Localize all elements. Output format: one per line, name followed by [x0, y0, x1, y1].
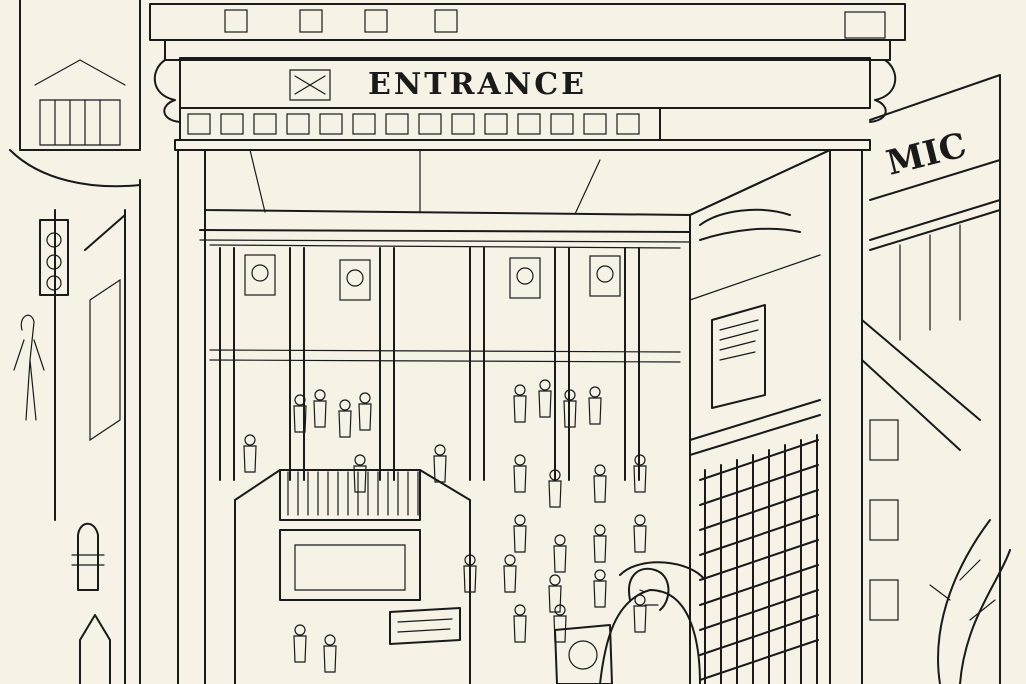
band-square	[550, 113, 574, 135]
pillar	[554, 247, 570, 481]
lattice-bar	[699, 439, 819, 481]
person-figure	[538, 379, 552, 418]
band-square	[451, 113, 475, 135]
person-figure	[243, 434, 257, 473]
person-figure	[513, 514, 527, 553]
person-figure	[353, 454, 367, 493]
person-figure	[593, 524, 607, 563]
lattice-bar	[699, 489, 819, 531]
person-figure	[553, 534, 567, 573]
person-figure	[513, 454, 527, 493]
wall-frame-portrait	[596, 265, 614, 283]
entrance-marquee: ENTRANCE	[149, 3, 906, 151]
pillar	[624, 247, 640, 481]
wall-frame-portrait	[346, 269, 364, 287]
left-street	[9, 0, 141, 684]
person-figure	[338, 399, 352, 438]
band-square	[286, 113, 310, 135]
person-figure	[588, 386, 602, 425]
pillar	[219, 247, 235, 481]
lattice-bar	[699, 614, 819, 656]
person-figure	[293, 624, 307, 663]
small-placard	[389, 607, 461, 645]
bottom-box	[554, 624, 613, 684]
escalator-opening	[234, 469, 471, 684]
band-square	[385, 113, 409, 135]
wall-frame-portrait	[251, 264, 269, 282]
person-figure	[513, 604, 527, 643]
interior-right-wall	[689, 149, 831, 684]
pillar	[289, 247, 305, 481]
entrance-sign-text: ENTRANCE	[368, 67, 587, 102]
band-square	[583, 113, 607, 135]
wall-frame	[589, 255, 621, 297]
person-figure	[633, 454, 647, 493]
person-figure	[503, 554, 517, 593]
band-square	[352, 113, 376, 135]
pillar	[379, 247, 395, 481]
lattice-bar	[699, 639, 819, 681]
wall-frame	[509, 257, 541, 299]
person-figure	[313, 389, 327, 428]
right-street: MIC	[861, 74, 1011, 684]
band-square	[253, 113, 277, 135]
fire-hydrant	[71, 522, 105, 591]
person-figure	[463, 554, 477, 593]
person-figure	[433, 444, 447, 483]
person-figure	[633, 514, 647, 553]
wall-frame	[339, 259, 371, 301]
person-figure	[548, 574, 562, 613]
lattice-bar	[699, 564, 819, 606]
pillar	[469, 247, 485, 481]
person-figure	[563, 389, 577, 428]
lattice-bar	[699, 589, 819, 631]
person-figure	[323, 634, 337, 673]
wall-frame	[244, 254, 276, 296]
poster	[711, 304, 766, 409]
band-square	[616, 113, 640, 135]
lattice-bar	[699, 464, 819, 506]
person-figure	[593, 569, 607, 608]
lattice-bar	[699, 514, 819, 556]
band-square	[418, 113, 442, 135]
person-figure	[293, 394, 307, 433]
lattice-bar	[699, 539, 819, 581]
person-figure	[513, 384, 527, 423]
lattice-wall	[699, 434, 819, 684]
person-figure	[358, 392, 372, 431]
entrance-sign: ENTRANCE	[368, 67, 587, 102]
traffic-signal	[39, 209, 69, 521]
person-figure	[593, 464, 607, 503]
band-square	[220, 113, 244, 135]
person-figure	[548, 469, 562, 508]
foreground-figure	[599, 561, 706, 684]
band-square	[187, 113, 211, 135]
right-column	[829, 149, 863, 684]
band-square	[319, 113, 343, 135]
band-square	[517, 113, 541, 135]
band-square	[484, 113, 508, 135]
wall-frame-portrait	[516, 267, 534, 285]
interior-back-wall	[209, 244, 681, 481]
